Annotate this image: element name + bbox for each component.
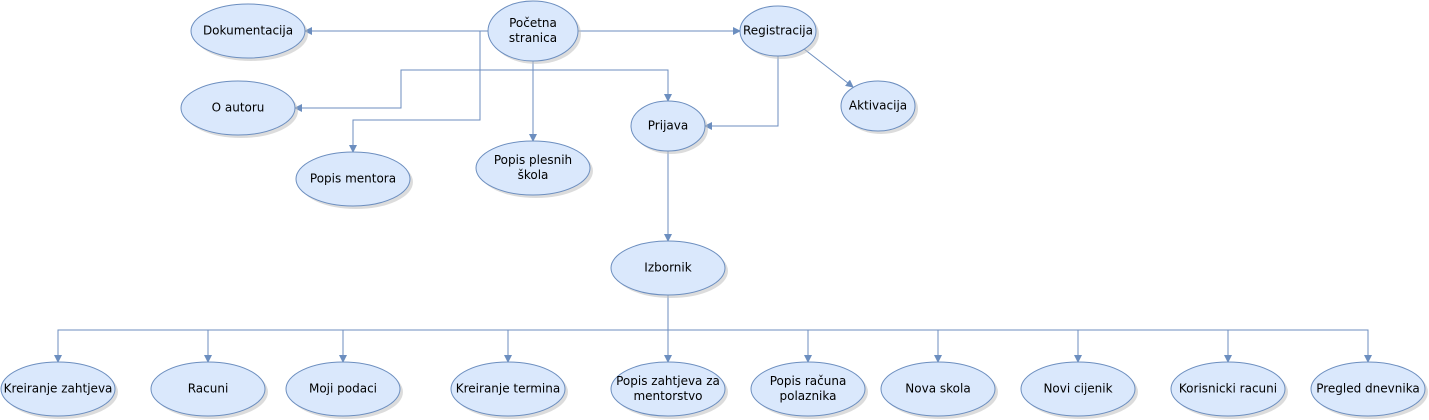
node-label: Aktivacija [849,99,907,113]
node-label: stranica [509,31,557,45]
node-nova-skola[interactable]: Nova skola [880,361,998,419]
node-label: Izbornik [644,261,691,275]
node-label: polaznika [780,389,837,403]
node-pregled-dnevnika[interactable]: Pregled dnevnika [1310,361,1428,419]
node-label: Popis računa [770,374,847,388]
node-ellipse[interactable] [150,361,266,417]
node-ellipse[interactable] [610,240,726,296]
edge-pocetna-to-popis-mentora [349,30,488,153]
node-label: mentorstvo [633,389,702,403]
edge-izbornik-to-nova-skola [667,295,942,363]
node-registracija[interactable]: Registracija [739,5,819,59]
node-ellipse[interactable] [450,361,566,417]
node-label: Kreiranje termina [456,382,560,396]
node-ellipse[interactable] [0,361,116,417]
node-label: Popis zahtjeva za [616,374,720,388]
node-label: Registracija [743,24,813,38]
node-label: Kreiranje zahtjeva [4,382,113,396]
node-novi-cijenik[interactable]: Novi cijenik [1020,361,1138,419]
node-label: Racuni [188,382,229,396]
edge-izbornik-to-kreiranje-zahtjeva [54,295,669,363]
node-ellipse[interactable] [610,361,726,417]
node-label: Početna [509,16,557,30]
node-ellipse[interactable] [475,140,591,196]
node-label: Nova skola [905,382,970,396]
node-ellipse[interactable] [295,151,411,207]
node-kreiranje-zahtjeva[interactable]: Kreiranje zahtjeva [0,361,118,419]
edge-izbornik-to-racuni [204,295,669,363]
node-label: škola [518,168,549,182]
node-ellipse[interactable] [1170,361,1286,417]
node-ellipse[interactable] [285,361,401,417]
edges-layer [54,27,1372,363]
node-label: Dokumentacija [203,24,293,38]
node-ellipse[interactable] [190,3,306,59]
node-label: O autoru [212,101,265,115]
edge-izbornik-to-moji-podaci [339,295,669,363]
node-ellipse[interactable] [180,80,296,136]
node-ellipse[interactable] [1310,361,1426,417]
node-label: Novi cijenik [1043,382,1112,396]
node-ellipse[interactable] [739,5,817,57]
edge-izbornik-to-popis-racuna [667,295,812,363]
node-korisnicki-racuni[interactable]: Korisnicki racuni [1170,361,1288,419]
node-label: Moji podaci [309,382,377,396]
node-ellipse[interactable] [750,361,866,417]
node-label: Korisnicki racuni [1179,382,1277,396]
edge-registracija-to-aktivacija [803,48,854,88]
node-prijava[interactable]: Prijava [630,100,708,154]
edge-pocetna-to-prijava [533,69,672,102]
edge-pocetna-to-o-autoru [294,61,534,112]
node-popis-mentora[interactable]: Popis mentora [295,151,413,209]
node-ellipse[interactable] [630,100,706,152]
node-ellipse[interactable] [880,361,996,417]
node-label: Prijava [648,119,688,133]
node-dokumentacija[interactable]: Dokumentacija [190,3,308,61]
node-ellipse[interactable] [1020,361,1136,417]
edge-registracija-to-prijava [704,56,779,130]
node-label: Popis plesnih [494,153,572,167]
edge-izbornik-to-pregled-dnevnika [667,295,1372,363]
node-label: Popis mentora [310,172,396,186]
node-aktivacija[interactable]: Aktivacija [840,80,918,134]
edge-izbornik-to-kreiranje-termina [504,295,669,363]
edge-izbornik-to-korisnicki-racuni [667,295,1232,363]
node-racuni[interactable]: Racuni [150,361,268,419]
node-label: Pregled dnevnika [1316,382,1420,396]
node-izbornik[interactable]: Izbornik [610,240,728,298]
node-o-autoru[interactable]: O autoru [180,80,298,138]
node-ellipse[interactable] [487,0,579,62]
node-ellipse[interactable] [840,80,916,132]
node-kreiranje-termina[interactable]: Kreiranje termina [450,361,568,419]
edge-izbornik-to-novi-cijenik [667,295,1082,363]
node-moji-podaci[interactable]: Moji podaci [285,361,403,419]
